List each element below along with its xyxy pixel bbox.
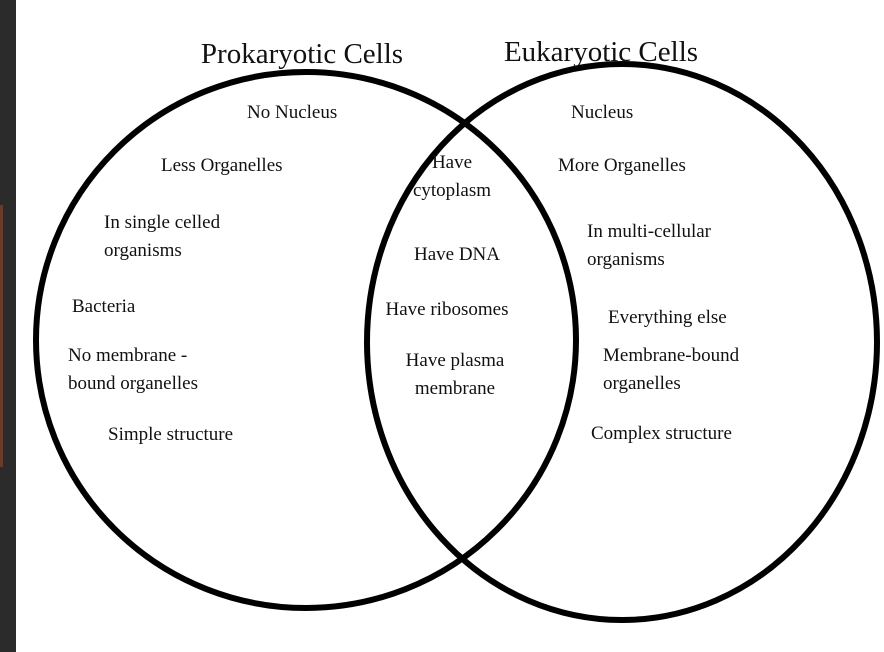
eukaryotic-item-2-line: More Organelles (558, 155, 686, 176)
prokaryotic-item-4: Bacteria (72, 296, 136, 317)
eukaryotic-item-4: Everything else (608, 307, 727, 328)
prokaryotic-item-6-line: Simple structure (108, 424, 233, 445)
prokaryotic-item-2: Less Organelles (161, 155, 283, 176)
eukaryotic-item-5: Membrane-bound organelles (603, 345, 740, 394)
shared-item-3-line: Have ribosomes (386, 299, 509, 320)
venn-diagram-canvas: Prokaryotic Cells Eukaryotic Cells No Nu… (16, 0, 884, 652)
prokaryotic-item-5-line: bound organelles (68, 373, 198, 394)
shared-item-1: Have cytoplasm (413, 152, 491, 201)
prokaryotic-item-6: Simple structure (108, 424, 233, 445)
shared-item-4-line: Have plasma (406, 350, 505, 371)
eukaryotic-item-3-line: In multi-cellular (587, 221, 712, 242)
prokaryotic-item-2-line: Less Organelles (161, 155, 283, 176)
eukaryotic-item-1: Nucleus (571, 102, 633, 123)
prokaryotic-circle (33, 69, 579, 611)
eukaryotic-item-2: More Organelles (558, 155, 686, 176)
eukaryotic-item-5-line: Membrane-bound (603, 345, 740, 366)
eukaryotic-item-6-line: Complex structure (591, 423, 732, 444)
prokaryotic-item-5-line: No membrane - (68, 345, 187, 366)
eukaryotic-item-4-line: Everything else (608, 307, 727, 328)
shared-item-2-line: Have DNA (414, 244, 500, 265)
eukaryotic-item-6: Complex structure (591, 423, 732, 444)
shared-item-3: Have ribosomes (386, 299, 509, 320)
prokaryotic-title: Prokaryotic Cells (201, 38, 403, 70)
eukaryotic-item-1-line: Nucleus (571, 102, 633, 123)
eukaryotic-circle (364, 61, 880, 623)
left-window-accent (0, 205, 3, 467)
shared-item-4-line: membrane (415, 378, 495, 399)
eukaryotic-item-3: In multi-cellular organisms (587, 221, 712, 270)
shared-item-2: Have DNA (414, 244, 500, 265)
prokaryotic-item-3-line: organisms (104, 240, 182, 261)
eukaryotic-title: Eukaryotic Cells (504, 36, 698, 68)
prokaryotic-item-3-line: In single celled (104, 212, 221, 233)
prokaryotic-item-1: No Nucleus (247, 102, 337, 123)
prokaryotic-item-3: In single celled organisms (104, 212, 221, 261)
venn-diagram: Prokaryotic Cells Eukaryotic Cells No Nu… (33, 36, 880, 623)
prokaryotic-item-5: No membrane - bound organelles (68, 345, 198, 394)
shared-item-1-line: cytoplasm (413, 180, 491, 201)
shared-item-1-line: Have (432, 152, 472, 173)
eukaryotic-item-5-line: organelles (603, 373, 681, 394)
left-window-edge (0, 0, 16, 652)
eukaryotic-item-3-line: organisms (587, 249, 665, 270)
shared-item-4: Have plasma membrane (406, 350, 505, 399)
prokaryotic-item-1-line: No Nucleus (247, 102, 337, 123)
prokaryotic-item-4-line: Bacteria (72, 296, 136, 317)
